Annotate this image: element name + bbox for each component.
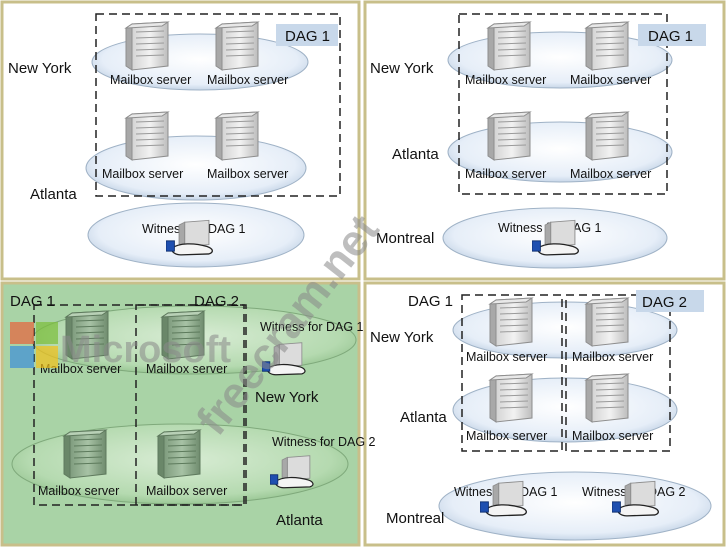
quadrant-top-right: DAG 1 Mailbox server Mailbox server Mail… — [370, 13, 706, 269]
dag-label: DAG 1 — [648, 28, 693, 45]
dag-label: DAG 1 — [408, 293, 453, 310]
server-label: Mailbox server — [110, 73, 191, 87]
server-label: Mailbox server — [570, 167, 651, 181]
server-label: Mailbox server — [146, 362, 227, 376]
dag-label-bg — [636, 290, 704, 312]
location-label: Atlanta — [392, 146, 439, 163]
dag-label: DAG 1 — [10, 293, 55, 310]
witness-label: Witness for DAG 2 — [272, 435, 376, 449]
location-label: Atlanta — [400, 409, 447, 426]
server-icon — [585, 373, 629, 423]
location-label: New York — [370, 60, 434, 77]
server-icon — [63, 429, 107, 479]
server-label: Mailbox server — [102, 167, 183, 181]
quadrant-top-left: DAG 1 Mailbox server Mailbox server Mail… — [8, 13, 341, 268]
server-icon — [489, 373, 533, 423]
server-label: Mailbox server — [146, 484, 227, 498]
server-icon — [215, 21, 259, 71]
location-label: Montreal — [386, 510, 444, 527]
server-label: Mailbox server — [207, 167, 288, 181]
server-icon — [125, 111, 169, 161]
server-label: Mailbox server — [466, 350, 547, 364]
location-label: Atlanta — [30, 186, 77, 203]
server-icon — [157, 429, 201, 479]
server-icon — [585, 21, 629, 71]
server-icon — [585, 111, 629, 161]
site-ellipse-montreal — [438, 471, 712, 541]
server-label: Mailbox server — [465, 167, 546, 181]
server-icon — [487, 111, 531, 161]
quadrant-bottom-right: DAG 1 DAG 2 Mailbox server Mailbox serve… — [370, 290, 712, 541]
dag1-boundary — [95, 13, 341, 197]
dag-label-bg — [276, 24, 338, 46]
dag-label: DAG 2 — [642, 294, 687, 311]
dag-label: DAG 2 — [194, 293, 239, 310]
quadrant-bottom-left: DAG 1 DAG 2 Mailbox server Mailbox serve… — [10, 293, 376, 529]
watermark-brand: Microsoft — [60, 329, 231, 371]
server-icon — [125, 21, 169, 71]
server-label: Mailbox server — [572, 429, 653, 443]
server-icon — [489, 297, 533, 347]
location-label: New York — [370, 329, 434, 346]
dag2-boundary — [565, 294, 671, 452]
dag1-boundary — [458, 13, 668, 195]
dag1-boundary — [461, 294, 563, 452]
server-label: Mailbox server — [570, 73, 651, 87]
server-label: Mailbox server — [38, 484, 119, 498]
location-label: New York — [255, 389, 319, 406]
location-label: Atlanta — [276, 512, 323, 529]
server-label: Mailbox server — [40, 362, 121, 376]
microsoft-logo-watermark — [10, 322, 58, 368]
dag2-boundary — [135, 304, 245, 506]
server-label: Mailbox server — [207, 73, 288, 87]
server-icon — [487, 21, 531, 71]
server-label: Mailbox server — [466, 429, 547, 443]
server-icon — [585, 297, 629, 347]
dag-label-bg — [638, 24, 706, 46]
dag-label: DAG 1 — [285, 28, 330, 45]
location-label: New York — [8, 60, 72, 77]
server-label: Mailbox server — [572, 350, 653, 364]
witness-label: Witness for DAG 1 — [260, 320, 364, 334]
location-label: Montreal — [376, 230, 434, 247]
server-label: Mailbox server — [465, 73, 546, 87]
server-icon — [215, 111, 259, 161]
